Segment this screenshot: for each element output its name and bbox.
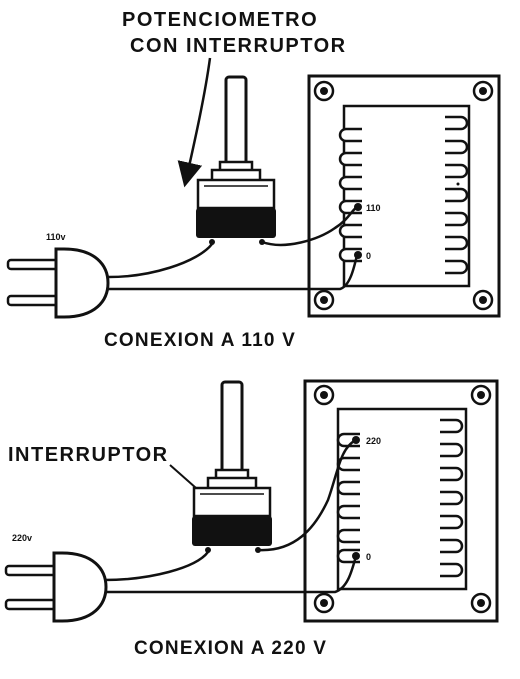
voltage-label-110: 110v [46,232,66,242]
tap-label-zero: 0 [366,251,371,261]
pointer-arrow [177,57,212,188]
switch-pointer-line [169,464,197,489]
screw-icon [472,80,494,102]
caption-220: CONEXION A 220 V [134,638,327,659]
potentiometer-with-switch-220 [192,380,272,553]
right-terminals [440,418,464,578]
transformer-110: 110 0 [307,74,501,318]
screw-icon [313,592,335,614]
screw-icon [472,289,494,311]
screw-icon [313,289,335,311]
tap-label-110: 110 [366,203,381,213]
power-plug-220: 220v [4,533,108,623]
voltage-label-220: 220v [12,533,32,543]
screw-icon [470,384,492,406]
power-plug-110: 110v [6,232,110,319]
wires-110 [103,205,359,291]
switch-label: INTERRUPTOR [8,444,169,466]
tap-label-zero: 0 [366,552,371,562]
screw-icon [470,592,492,614]
screw-icon [313,384,335,406]
wires-220 [103,438,358,594]
diagram-110v: POTENCIOMETRO CON INTERRUPTOR [6,9,501,351]
screw-icon [313,80,335,102]
potentiometer-label-line1: POTENCIOMETRO [122,9,318,31]
tap-label-220: 220 [366,436,381,446]
diagram-220v: INTERRUPTOR [4,379,499,659]
caption-110: CONEXION A 110 V [104,330,296,351]
right-terminals [445,115,469,275]
potentiometer-label-line2: CON INTERRUPTOR [130,35,347,57]
transformer-220: 220 0 [303,379,499,623]
potentiometer-with-switch-110 [196,75,276,245]
